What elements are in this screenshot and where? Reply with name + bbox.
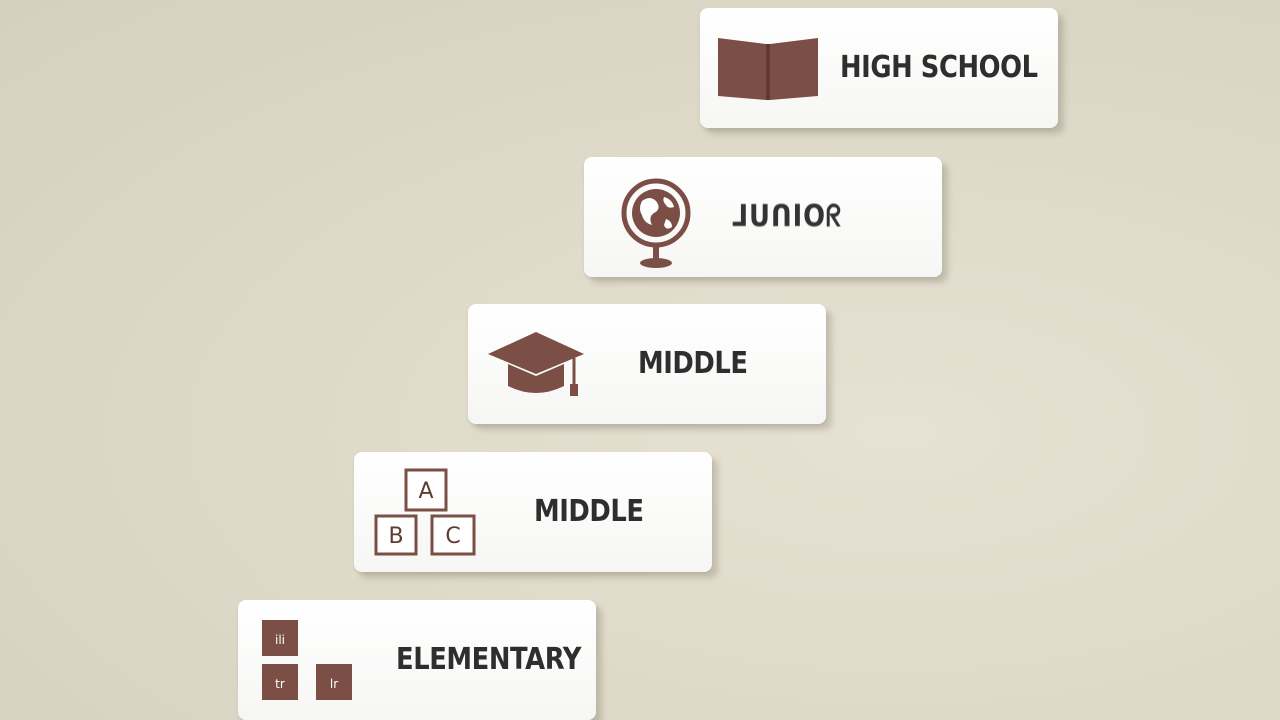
step-card-middle-cap: MIDDLE xyxy=(468,304,826,424)
step-label-junior: ᒧᑌᑎIOᖇ xyxy=(732,199,843,234)
graduation-cap-icon xyxy=(488,332,584,396)
step-card-high-school: HIGH SCHOOL xyxy=(700,8,1058,128)
step-card-junior: ᒧᑌᑎIOᖇ xyxy=(584,157,942,277)
small-block-b: tr xyxy=(275,677,285,691)
step-card-elementary: ili tr lr ELEMENTARY xyxy=(238,600,596,720)
small-block-a: ili xyxy=(275,633,285,647)
step-label-elementary: ELEMENTARY xyxy=(396,642,581,677)
step-label-high-school: HIGH SCHOOL xyxy=(840,50,1038,85)
step-label-middle-2: MIDDLE xyxy=(534,494,644,529)
block-letter-b: B xyxy=(388,524,403,549)
block-letter-a: A xyxy=(418,479,433,504)
step-label-middle-1: MIDDLE xyxy=(638,346,748,381)
block-letter-c: C xyxy=(445,524,460,549)
step-card-middle-abc: A B C MIDDLE xyxy=(354,452,712,572)
book-icon xyxy=(718,38,818,100)
small-blocks-icon: ili tr lr xyxy=(262,620,352,700)
abc-blocks-icon: A B C xyxy=(374,468,476,556)
small-block-c: lr xyxy=(330,677,338,691)
globe-icon xyxy=(621,178,691,268)
